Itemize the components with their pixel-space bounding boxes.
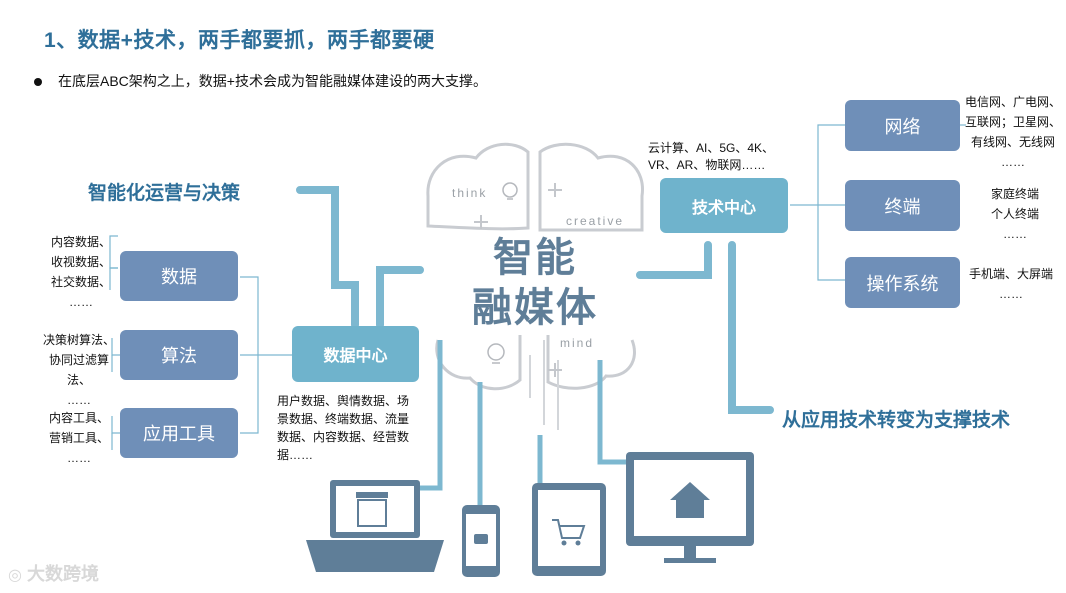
left-bracket-lines: [109, 235, 292, 450]
center-title: 智能 融媒体: [455, 233, 615, 333]
right-heading: 从应用技术转变为支撑技术: [782, 410, 1011, 431]
network-notes: 电信网、广电网、互联网；卫星网、有线网、无线网……: [964, 95, 1061, 169]
plus-icons: [474, 183, 562, 377]
watermark: ◎ 大数跨境: [8, 564, 99, 584]
tech-center-desc: 云计算、AI、5G、4K、VR、AR、物联网……: [648, 141, 775, 172]
tech-center-box: 技术中心: [660, 178, 788, 233]
os-notes: 手机端、大屏端……: [968, 267, 1053, 301]
data-notes: 内容数据、收视数据、社交数据、……: [50, 235, 111, 309]
data-center-box: 数据中心: [292, 326, 419, 382]
center-title-line2: 融媒体: [472, 286, 598, 330]
bullet-text: 在底层ABC架构之上，数据+技术会成为智能融媒体建设的两大支撑。: [58, 73, 487, 89]
box-tools: 应用工具: [120, 408, 238, 458]
monitor-icon: [626, 452, 754, 563]
box-os: 操作系统: [845, 257, 960, 308]
phone-icon: [462, 505, 500, 577]
algorithm-notes: 决策树算法、协同过滤算法、……: [42, 333, 115, 407]
creative-label: creative: [566, 214, 625, 228]
device-lines: [420, 340, 630, 505]
tablet-icon: [532, 483, 606, 576]
page-title: 1、数据+技术，两手都要抓，两手都要硬: [44, 29, 435, 52]
connector-lines: [296, 186, 774, 414]
data-center-desc: 用户数据、舆情数据、场景数据、终端数据、流量数据、内容数据、经营数据……: [277, 394, 410, 462]
mind-label: mind: [560, 336, 595, 350]
box-data: 数据: [120, 251, 238, 301]
box-terminal: 终端: [845, 180, 960, 231]
lightbulb-icons: [487, 182, 518, 364]
terminal-notes: 家庭终端个人终端……: [990, 187, 1039, 241]
box-network: 网络: [845, 100, 960, 151]
laptop-icon: [306, 480, 444, 572]
watermark-logo-icon: ◎: [8, 567, 22, 584]
tools-notes: 内容工具、营销工具、……: [48, 411, 109, 465]
bullet-dot: [34, 78, 42, 86]
center-title-line1: 智能: [493, 236, 577, 280]
think-label: think: [452, 186, 488, 200]
box-algorithm: 算法: [120, 330, 238, 380]
left-heading: 智能化运营与决策: [88, 183, 241, 204]
